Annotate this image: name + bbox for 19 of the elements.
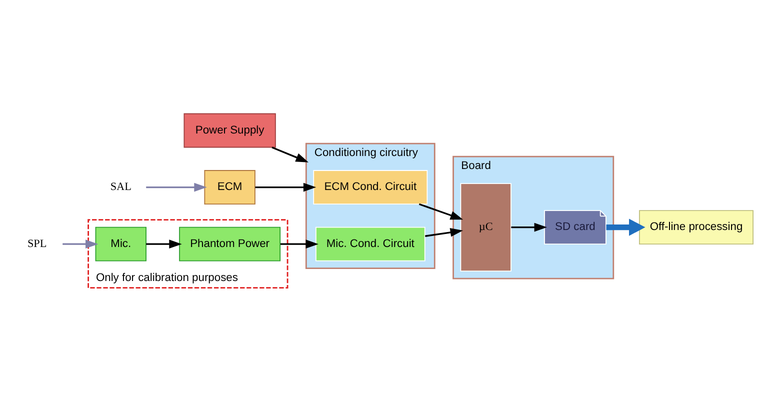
arrow [280, 239, 318, 248]
arrow [255, 182, 316, 192]
node-text: SPL [27, 237, 47, 250]
node-box: Mic. Cond. Circuit [315, 226, 426, 261]
arrow [146, 182, 207, 192]
arrow [272, 146, 308, 162]
node-box: Power Supply [184, 112, 276, 148]
node-text: SAL [110, 180, 132, 193]
node-box: ECM Cond. Circuit [313, 170, 428, 204]
node-box: Off-line processing [639, 210, 754, 244]
node-box: µC [460, 182, 512, 272]
node-box: Mic. [95, 226, 146, 261]
arrow [511, 222, 547, 232]
arrow [146, 239, 182, 248]
arrow [606, 218, 646, 236]
arrow [425, 228, 463, 236]
node-box: Phantom Power [179, 226, 281, 261]
arrow [62, 239, 98, 248]
node-box: ECM [204, 170, 256, 204]
